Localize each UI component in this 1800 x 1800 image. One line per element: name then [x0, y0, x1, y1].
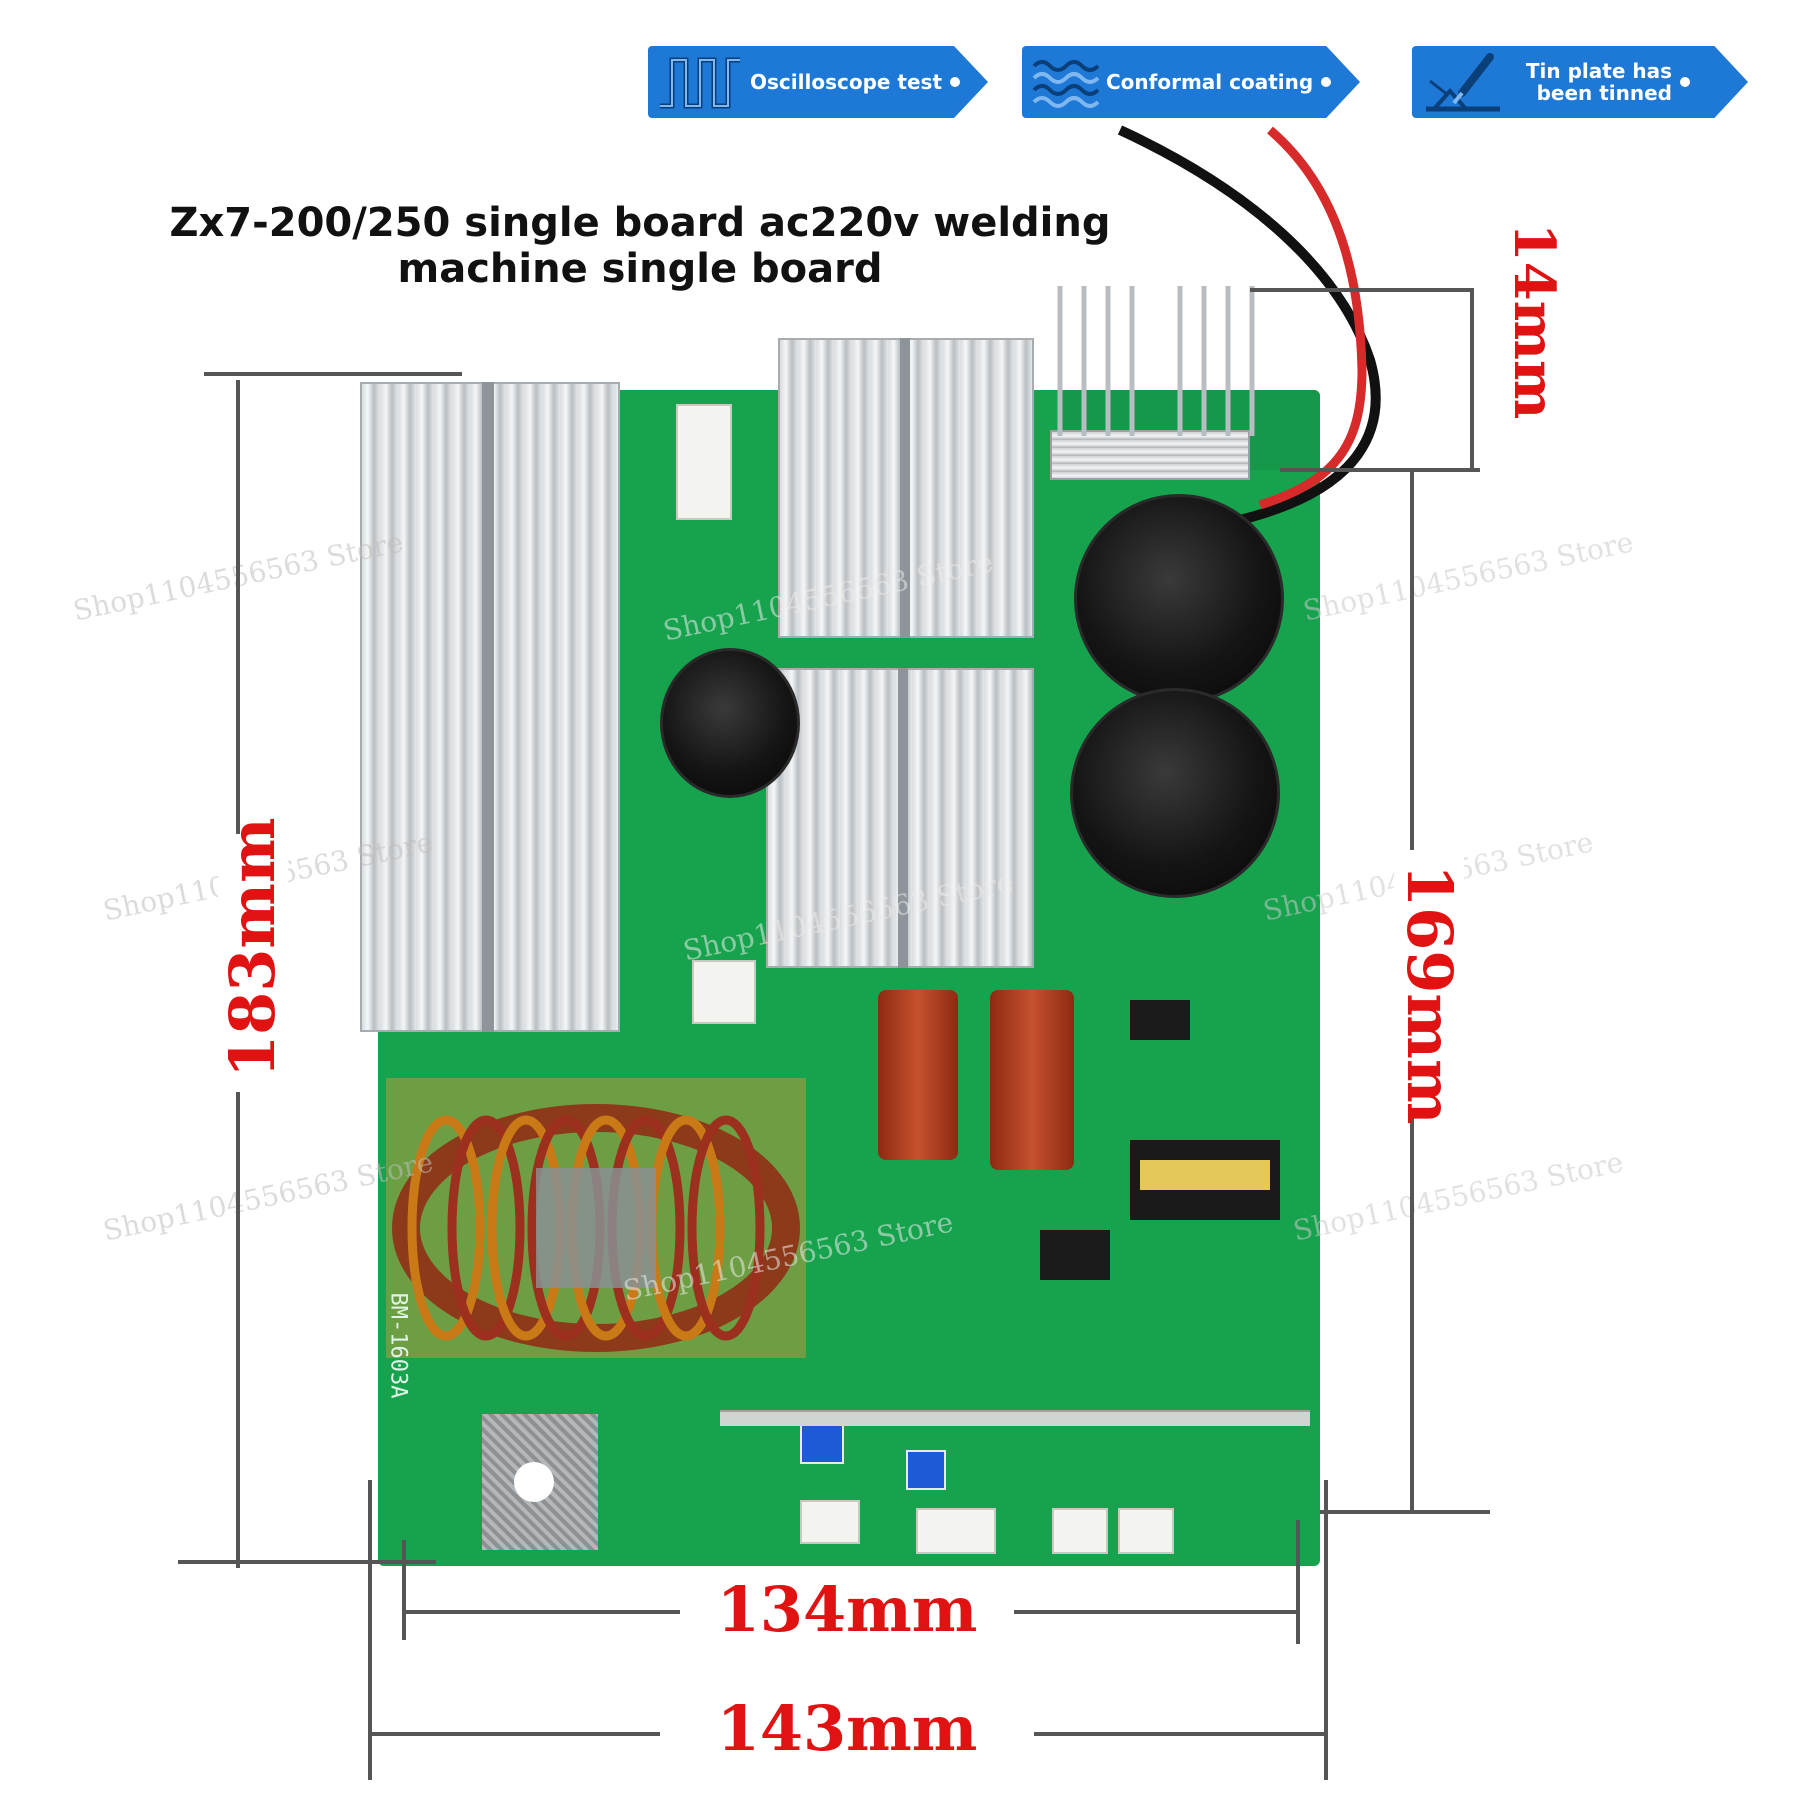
badge-label: Tin plate has been tinned — [1525, 59, 1672, 105]
connector-bottom-2 — [916, 1508, 996, 1554]
dim-14-top-tick — [1250, 288, 1474, 292]
badge-dot — [1680, 77, 1690, 87]
product-title: Zx7-200/250 single board ac220v welding … — [169, 200, 1111, 292]
dim-169-top-tick — [1280, 468, 1480, 472]
film-capacitor-1 — [878, 990, 958, 1160]
pin-header-strip — [720, 1410, 1310, 1426]
watermark: Shop1104556563 Store — [1300, 525, 1637, 628]
watermark: Shop1104556563 Store — [1290, 1145, 1627, 1248]
dim-183-bottom-tick — [178, 1560, 436, 1564]
power-wires — [1117, 125, 1381, 525]
dim-label-169mm: 169mm — [1393, 850, 1466, 1125]
dim-169-bottom-tick — [1320, 1510, 1490, 1514]
mounting-hole — [514, 1462, 554, 1502]
dim-label-134mm: 134mm — [680, 1575, 1014, 1645]
transformer-label — [1140, 1160, 1270, 1190]
dim-label-183mm: 183mm — [216, 817, 289, 1092]
trimmer-pot-1 — [800, 1420, 844, 1464]
trimmer-pot-2 — [906, 1450, 946, 1490]
coating-waves-icon — [1032, 60, 1100, 108]
badge-conformal-coating: Conformal coating — [1022, 46, 1360, 118]
badge-dot — [1321, 77, 1332, 87]
dim-143-right-tick — [1324, 1480, 1328, 1780]
connector-bottom-1 — [800, 1500, 860, 1544]
dim-label-143mm: 143mm — [660, 1694, 1034, 1764]
toroid-inductor — [386, 1078, 806, 1358]
connector-mid — [692, 960, 756, 1024]
finned-heatsink — [1050, 430, 1250, 480]
ic-chip-2 — [1040, 1230, 1110, 1280]
dim-14-vertical — [1470, 290, 1474, 470]
film-capacitor-2 — [990, 990, 1074, 1170]
current-transformer — [660, 648, 800, 798]
badge-label: Oscilloscope test — [750, 70, 943, 94]
dim-134-right-tick — [1296, 1520, 1300, 1644]
soldering-iron-icon — [1426, 53, 1500, 112]
heatsink-lower-middle-gap — [898, 668, 908, 968]
electrolytic-capacitor-2 — [1070, 688, 1280, 898]
square-wave-icon — [660, 57, 740, 109]
dim-183-top-tick — [204, 372, 462, 376]
connector-top — [676, 404, 732, 520]
heatsink-top-middle-gap — [900, 338, 910, 638]
dim-134-left-tick — [402, 1540, 406, 1640]
connector-bottom-3 — [1052, 1508, 1108, 1554]
heatsink-left-gap — [482, 382, 494, 1032]
badge-dot — [950, 77, 961, 87]
heatsink-fins — [1057, 286, 1255, 436]
electrolytic-capacitor-1 — [1074, 494, 1284, 704]
connector-bottom-4 — [1118, 1508, 1174, 1554]
dim-143-left-tick — [368, 1480, 372, 1780]
board-marking: BM-1603A — [385, 1292, 411, 1399]
badge-tin-plate: Tin plate has been tinned — [1412, 46, 1748, 118]
dim-label-14mm: 14mm — [1501, 222, 1567, 420]
badge-label: Conformal coating — [1106, 70, 1314, 94]
badge-oscilloscope-test: Oscilloscope test — [648, 46, 988, 118]
ic-chip-1 — [1130, 1000, 1190, 1040]
